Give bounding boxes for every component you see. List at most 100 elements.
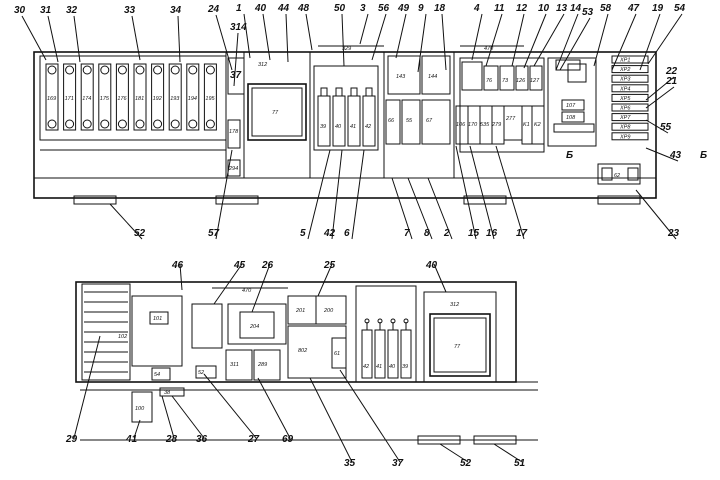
xp-label: XP1 — [619, 58, 630, 64]
side-leader-line — [179, 263, 183, 291]
slot-top-circle — [82, 65, 92, 75]
block-144 — [421, 55, 451, 95]
slot-label: 193 — [170, 96, 180, 102]
dim-329: 329 — [342, 46, 351, 52]
side-leader-line — [161, 395, 175, 439]
callout-5: 5 — [300, 228, 306, 239]
label-54: 54 — [154, 372, 160, 378]
callout-2: 2 — [443, 228, 450, 239]
block-127 — [529, 65, 543, 91]
side-callout-46: 46 — [171, 260, 184, 271]
callout-4: 4 — [473, 3, 480, 14]
leader-line — [47, 15, 59, 63]
callout-8: 8 — [424, 228, 430, 239]
side-cabinet-77 — [429, 313, 491, 377]
label-100: 100 — [135, 406, 145, 412]
slot-bottom-circle — [100, 119, 110, 129]
side-unit-41 — [374, 329, 386, 379]
label-535: 535 — [480, 122, 490, 128]
label-K1: K1 — [523, 122, 530, 128]
side-leader-line — [309, 377, 353, 463]
slot-174 — [80, 63, 94, 131]
callout-32: 32 — [66, 5, 78, 16]
unit-41 — [347, 95, 361, 147]
xp-strip — [611, 74, 649, 83]
leader-line — [109, 203, 143, 240]
cabinet-101 — [131, 295, 183, 367]
block-143 — [387, 55, 421, 95]
block-62-63 — [597, 163, 641, 185]
slot-top-circle — [188, 65, 198, 75]
callout-55: 55 — [660, 122, 672, 133]
wheel-1 — [73, 195, 117, 205]
block-294 — [227, 159, 241, 177]
slot-bottom-circle — [82, 119, 92, 129]
callout-53: 53 — [582, 7, 594, 18]
side-callout-52: 52 — [460, 458, 472, 469]
slot-169 — [45, 63, 59, 131]
slot-top-circle — [135, 65, 145, 75]
leader-line — [559, 17, 591, 71]
block-67 — [421, 99, 451, 145]
side-leader-line — [73, 335, 101, 439]
side-callout-35: 35 — [344, 458, 356, 469]
side-unit-39 — [400, 329, 412, 379]
leader-line — [395, 13, 407, 59]
callout-54: 54 — [674, 3, 686, 14]
label-126: 126 — [516, 78, 526, 84]
leader-line — [647, 13, 683, 65]
side-wheel-1 — [417, 435, 461, 445]
slot-bottom-circle — [117, 119, 127, 129]
xp-strip — [611, 84, 649, 93]
callout-23: 23 — [667, 228, 680, 239]
wheel-4 — [597, 195, 641, 205]
callout-9: 9 — [418, 3, 424, 14]
label-61: 61 — [334, 351, 340, 357]
dim-470: 470 — [484, 46, 494, 52]
leader-line — [593, 13, 609, 67]
block-101 — [149, 311, 169, 325]
side-leader-line — [493, 443, 523, 463]
label-side-77: 77 — [454, 344, 461, 350]
callout-57: 57 — [208, 228, 220, 239]
side-leader-line — [133, 419, 141, 439]
leader-line — [455, 145, 477, 240]
callout-44: 44 — [277, 3, 290, 14]
leader-line — [341, 13, 345, 67]
callout-18: 18 — [434, 3, 446, 14]
section-mark-left: Б — [566, 150, 573, 161]
unit-40 — [332, 95, 346, 147]
block-289 — [253, 349, 281, 381]
label-178: 178 — [229, 129, 239, 135]
callout-13: 13 — [556, 3, 568, 14]
callout-24: 24 — [207, 4, 220, 15]
xp-strip — [611, 113, 649, 122]
slot-bottom-circle — [135, 119, 145, 129]
callout-19: 19 — [652, 3, 664, 14]
block-58 — [567, 63, 587, 83]
side-view: 101 102 54 100 38 204 470 52 311 289 201… — [65, 260, 538, 469]
callout-6: 6 — [344, 228, 350, 239]
leader-line — [645, 147, 679, 162]
side-unit-42 — [361, 329, 373, 379]
side-callout-29: 29 — [65, 434, 78, 445]
block-K2 — [531, 105, 545, 145]
side-callout-26: 26 — [261, 260, 274, 271]
unit-top — [365, 87, 373, 97]
callout-17: 17 — [516, 228, 528, 239]
block-61 — [331, 337, 347, 369]
slot-top-circle — [153, 65, 163, 75]
callout-15: 15 — [468, 228, 480, 239]
side-callout-41: 41 — [125, 434, 138, 445]
leader-line — [495, 145, 525, 240]
leader-line — [21, 15, 47, 61]
leader-line — [441, 13, 447, 71]
block-107 — [561, 99, 585, 111]
block-66 — [385, 99, 401, 145]
xp-strip — [611, 103, 649, 112]
side-leader-line — [339, 369, 401, 463]
label-108: 108 — [566, 115, 576, 121]
slot-top-circle — [65, 65, 75, 75]
label-106: 106 — [456, 122, 466, 128]
